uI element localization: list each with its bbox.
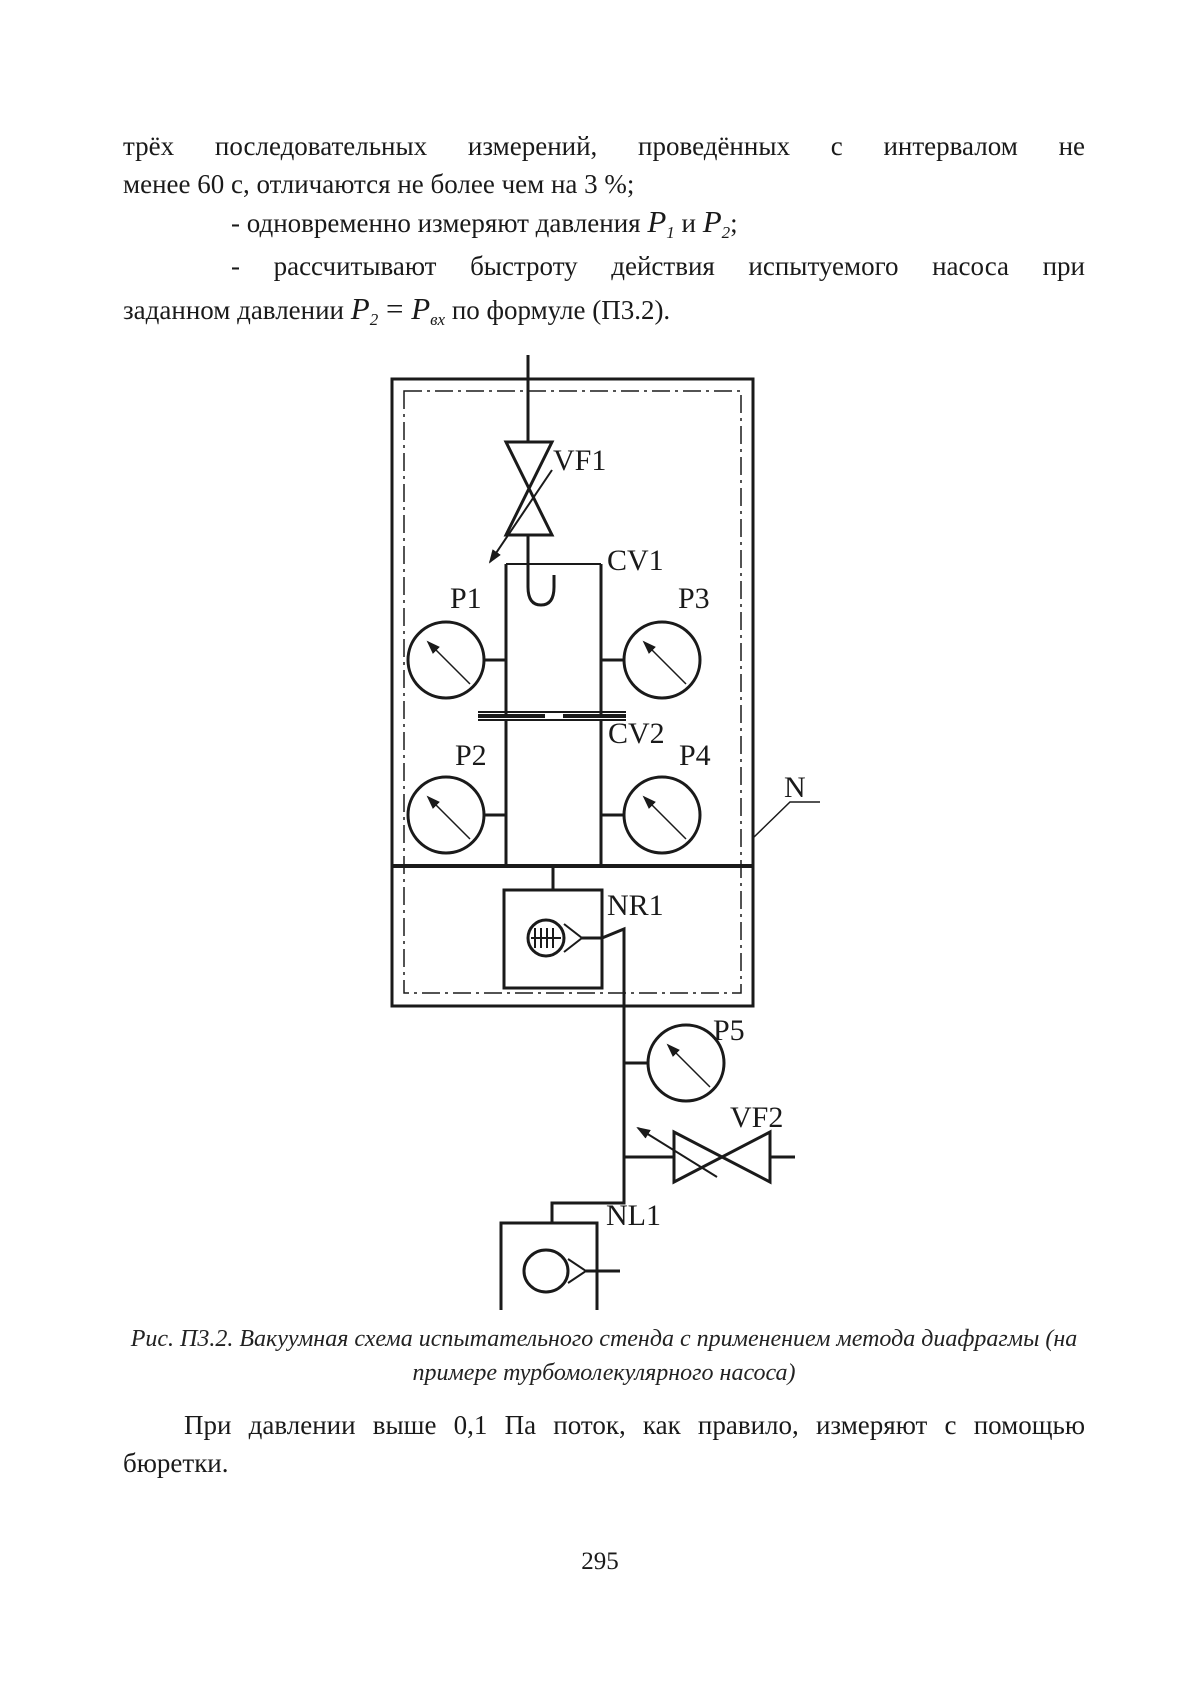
line3-and: и xyxy=(681,208,696,238)
text-line-1: трёх последовательных измерений, проведё… xyxy=(123,131,1085,161)
gauge-p3 xyxy=(622,620,702,700)
label-vf2: VF2 xyxy=(730,1101,783,1134)
inlet-hook xyxy=(526,535,556,607)
line3-prefix: - одновременно измеряют давления xyxy=(231,208,641,238)
label-cv1: CV1 xyxy=(607,544,664,577)
gauge-p4 xyxy=(622,775,702,855)
text-line-3: - одновременно измеряют давления P1 и P2… xyxy=(231,203,738,252)
gauge-p5 xyxy=(646,1023,726,1103)
line5-suffix: по формуле (П3.2). xyxy=(451,295,671,325)
var-p2: P2 xyxy=(702,204,731,242)
label-p1: P1 xyxy=(450,582,482,615)
label-p2: P2 xyxy=(455,739,487,772)
label-n: N xyxy=(784,771,806,804)
label-p5: P5 xyxy=(713,1014,745,1047)
line5-prefix: заданном давлении xyxy=(123,295,345,325)
text-line-5: заданном давлении P2 = Pвх по формуле (П… xyxy=(123,290,670,339)
fore-line xyxy=(582,926,626,1157)
dash-dot-boundary xyxy=(403,390,742,994)
vf2-control-arrow xyxy=(636,1126,718,1178)
formula-p2-equals-pvx: P2 = Pвх xyxy=(350,291,446,329)
label-p3: P3 xyxy=(678,582,710,615)
var-p1: P1 xyxy=(647,204,675,242)
label-vf1: VF1 xyxy=(553,444,606,477)
valve-vf1 xyxy=(503,440,555,537)
label-nr1: NR1 xyxy=(607,889,664,922)
paragraph-after-figure: При давлении выше 0,1 Па поток, как прав… xyxy=(123,1410,1085,1478)
figure-caption: Рис. П3.2. Вакуумная схема испытательног… xyxy=(130,1326,1078,1386)
gauge-p2 xyxy=(406,775,486,855)
vf1-control-arrow xyxy=(488,469,553,564)
pump-nl1 xyxy=(499,1221,599,1310)
label-nl1: NL1 xyxy=(606,1199,661,1232)
vacuum-scheme-diagram: VF1 CV1 P1 P3 CV2 P2 P4 N NR1 P5 VF2 NL1 xyxy=(390,355,820,1310)
page-number: 295 xyxy=(581,1548,619,1575)
label-p4: P4 xyxy=(679,739,711,772)
n-leader xyxy=(752,801,820,839)
valve-vf2 xyxy=(672,1129,772,1185)
text-line-2: менее 60 с, отличаются не более чем на 3… xyxy=(123,169,635,199)
line3-suffix: ; xyxy=(730,208,738,238)
label-cv2: CV2 xyxy=(608,717,665,750)
text-line-4: - рассчитывают быстроту действия испытуе… xyxy=(231,251,1085,281)
gauge-p1 xyxy=(406,620,486,700)
stand-frame xyxy=(390,377,755,1008)
